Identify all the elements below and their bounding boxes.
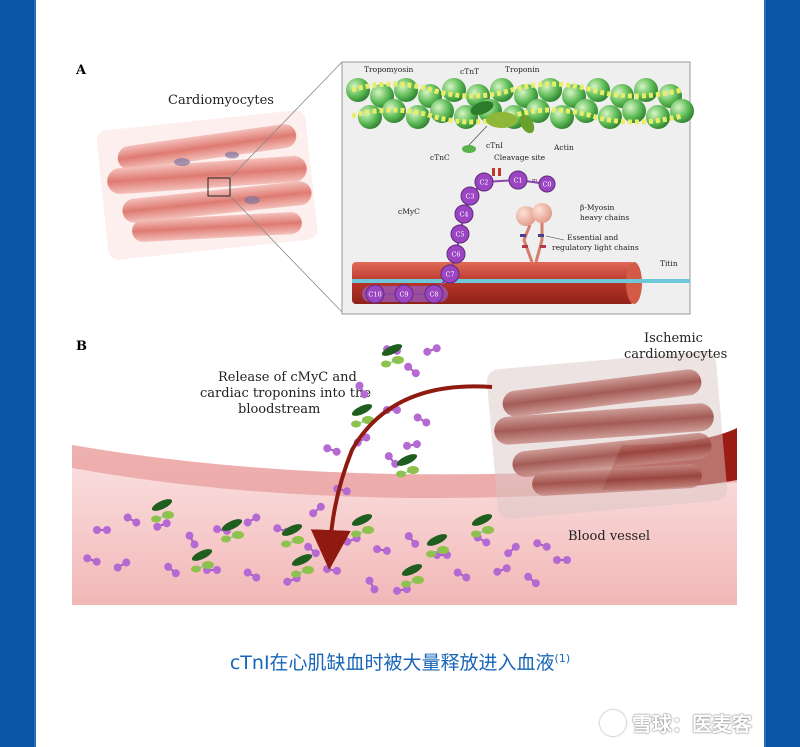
- release-label-line3: bloodstream: [238, 402, 320, 417]
- cmyc-domain-label: C10: [368, 291, 381, 299]
- cmyc-domain-c5: [450, 224, 470, 244]
- panel-b-letter: B: [76, 339, 87, 354]
- cmyc-domain-c10: [365, 284, 385, 304]
- cardiomyocytes-label: Cardiomyocytes: [168, 93, 274, 108]
- release-label-line1: Release of cMyC and: [218, 370, 357, 385]
- cmyc-domain-label: C6: [451, 251, 460, 259]
- cmyc-domain-c9: [394, 284, 414, 304]
- cmyc-domain-c8: [424, 284, 444, 304]
- troponin-label: Troponin: [505, 65, 540, 74]
- release-arrow: [310, 384, 493, 570]
- left-frame-border: [0, 0, 34, 747]
- beta-myosin-label: β-Myosin: [580, 203, 615, 212]
- cmyc-domain-c3: [460, 186, 480, 206]
- caption-text: cTnI在心肌缺血时被大量释放进入血液: [229, 652, 555, 674]
- cmyc-domain-label: C1: [513, 177, 522, 185]
- cmyc-domain-label: C7: [445, 271, 454, 279]
- cmyc-domain-label: C4: [459, 211, 468, 219]
- ctnt-label: cTnT: [460, 67, 479, 76]
- released-molecules: [83, 344, 571, 595]
- actin-filament: [346, 78, 694, 129]
- ischemic-label-line1: Ischemic: [644, 331, 703, 346]
- right-frame-line: [764, 0, 766, 747]
- tropomyosin-label: Tropomyosin: [364, 65, 414, 74]
- cleavage-site-label: Cleavage site: [494, 153, 546, 162]
- cmyc-domain-label: C8: [429, 291, 438, 299]
- caption-ref: (1): [554, 652, 571, 665]
- cmyc-domain-label: C9: [399, 291, 408, 299]
- cmyc-label: cMyC: [398, 207, 420, 216]
- cmyc-domain-c6: [446, 244, 466, 264]
- heavy-chains-label: heavy chains: [580, 213, 629, 222]
- cmyc-domain-c2: [474, 172, 494, 192]
- ctni-label: cTnI: [486, 141, 503, 150]
- cmyc-domain-label: C5: [455, 231, 464, 239]
- essential-label: Essential and: [567, 233, 618, 242]
- beta-myosin-heads: [516, 203, 565, 263]
- ischemic-label-line2: cardiomyocytes: [624, 347, 727, 362]
- cmyc-domain-c1: [508, 170, 528, 190]
- zoom-box: [207, 177, 231, 197]
- cmyc-domain-label: C3: [465, 193, 474, 201]
- release-label-line2: cardiac troponins into the: [200, 386, 371, 401]
- cmyc-domain-label: C0: [542, 181, 551, 189]
- snowball-logo-icon: [600, 709, 626, 736]
- left-frame-line: [34, 0, 36, 747]
- light-chains-label: regulatory light chains: [552, 243, 639, 252]
- cmyc-domain-c0: [538, 175, 556, 193]
- titin-label: Titin: [660, 259, 678, 268]
- right-frame-border: [766, 0, 800, 747]
- panel-a-letter: A: [75, 63, 87, 78]
- figure-caption: cTnI在心肌缺血时被大量释放进入血液(1): [0, 648, 800, 675]
- ctnc-label: cTnC: [430, 153, 450, 162]
- cmyc-domain-c7: [440, 264, 460, 284]
- actin-label: Actin: [553, 143, 574, 152]
- watermark: 雪球：医麦客: [600, 708, 752, 737]
- troponin-complex: [462, 101, 535, 153]
- cmyc-domain-label: C2: [479, 179, 488, 187]
- ischemic-cardiomyocytes: [486, 351, 728, 519]
- figure-diagram: A Cardiomyocytes Tropomyosin cTnT Tropon…: [72, 61, 737, 605]
- cardiomyocyte-cluster: [96, 110, 318, 260]
- watermark-text: 雪球：医麦客: [632, 712, 752, 736]
- blood-vessel-label: Blood vessel: [568, 529, 650, 544]
- m-motif-label: m: [532, 178, 538, 184]
- cmyc-domain-c4: [454, 204, 474, 224]
